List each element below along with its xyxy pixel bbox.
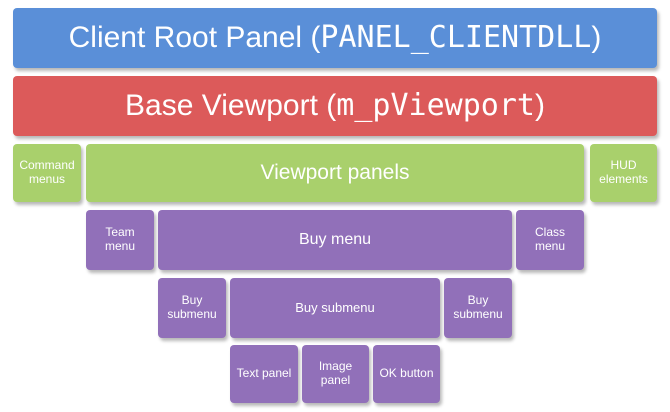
hud-elements-line2: elements [599, 172, 648, 186]
image-panel-line1: Image [318, 359, 353, 374]
viewport-panels-label: Viewport panels [260, 160, 410, 184]
buy-submenu-center-box: Buy submenu [230, 278, 440, 338]
base-viewport-label: Base Viewport ( [125, 88, 337, 122]
ok-button-label: OK button [379, 366, 434, 381]
class-menu-line2: menu [534, 239, 566, 253]
class-menu-line1: Class [534, 225, 565, 240]
buy-menu-box: Buy menu [158, 210, 512, 270]
text-panel-label: Text panel [236, 366, 292, 381]
buy-submenu-center-label: Buy submenu [295, 299, 375, 315]
base-viewport-suffix: ) [534, 88, 545, 122]
command-menus-line1: Command [19, 158, 75, 173]
client-root-panel: Client Root Panel (PANEL_CLIENTDLL) [13, 8, 657, 68]
command-menus-line2: menus [28, 172, 65, 186]
client-root-panel-code: PANEL_CLIENTDLL [320, 19, 592, 55]
client-root-panel-suffix: ) [591, 20, 602, 54]
buy-submenu-left-line1: Buy [181, 293, 203, 308]
base-viewport: Base Viewport (m_pViewport) [13, 76, 657, 136]
image-panel-line2: panel [320, 373, 351, 387]
text-panel-box: Text panel [230, 345, 298, 403]
team-menu-line1: Team [105, 225, 135, 240]
base-viewport-code: m_pViewport [336, 87, 535, 123]
hud-elements-line1: HUD [610, 158, 637, 173]
client-root-panel-label: Client Root Panel ( [68, 20, 321, 54]
buy-submenu-left-line2: submenu [167, 307, 217, 321]
buy-submenu-right-line1: Buy [467, 293, 489, 308]
buy-submenu-right-line2: submenu [453, 307, 503, 321]
ok-button-box: OK button [373, 345, 440, 403]
buy-menu-label: Buy menu [298, 230, 372, 248]
team-menu-line2: menu [104, 239, 136, 253]
viewport-panels-box: Viewport panels [86, 144, 584, 202]
